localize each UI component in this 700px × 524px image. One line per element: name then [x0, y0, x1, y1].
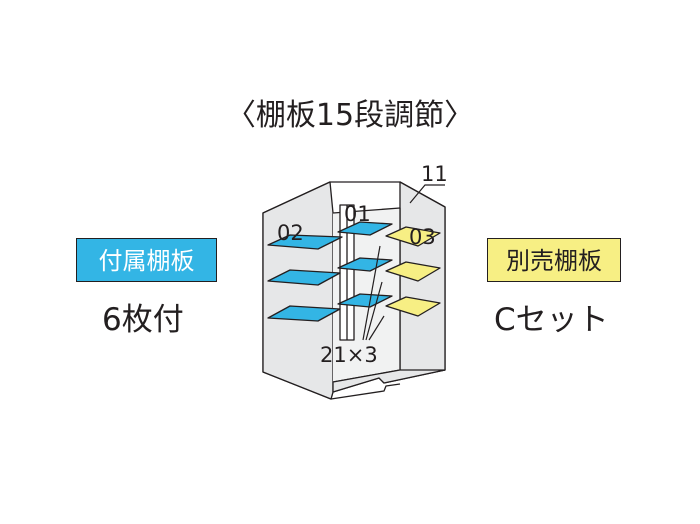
page-title: 〈棚板15段調節〉	[225, 98, 475, 133]
leader-11	[409, 184, 445, 204]
optional-shelf-low	[385, 296, 441, 317]
door-rail	[330, 383, 401, 400]
label-part-11: 11	[421, 162, 448, 186]
optional-shelf-top	[385, 226, 441, 247]
included-shelf-low-right	[337, 293, 393, 308]
leader-21-c	[368, 315, 385, 341]
included-shelf-low-left	[267, 305, 341, 322]
included-shelf-top-left	[267, 234, 343, 250]
label-shelf-03: 03	[409, 225, 436, 249]
optional-shelves-set: Cセット	[494, 302, 609, 338]
included-shelf-mid-left	[267, 269, 341, 286]
included-shelf-top-right	[337, 221, 393, 236]
optional-shelves-badge: 別売棚板	[487, 238, 621, 282]
cabinet-right-wall	[399, 181, 446, 379]
optional-shelf-mid	[385, 261, 441, 282]
included-shelves-count: 6枚付	[102, 302, 184, 338]
label-shelf-01: 01	[344, 202, 371, 226]
cabinet-floor	[332, 369, 446, 393]
label-shelf-02: 02	[277, 221, 304, 245]
leader-21-b	[365, 281, 383, 341]
included-shelf-mid-right	[337, 257, 393, 272]
leader-21-a	[362, 245, 381, 341]
label-part-21: 21×3	[320, 343, 378, 367]
included-shelves-badge: 付属棚板	[76, 238, 217, 282]
